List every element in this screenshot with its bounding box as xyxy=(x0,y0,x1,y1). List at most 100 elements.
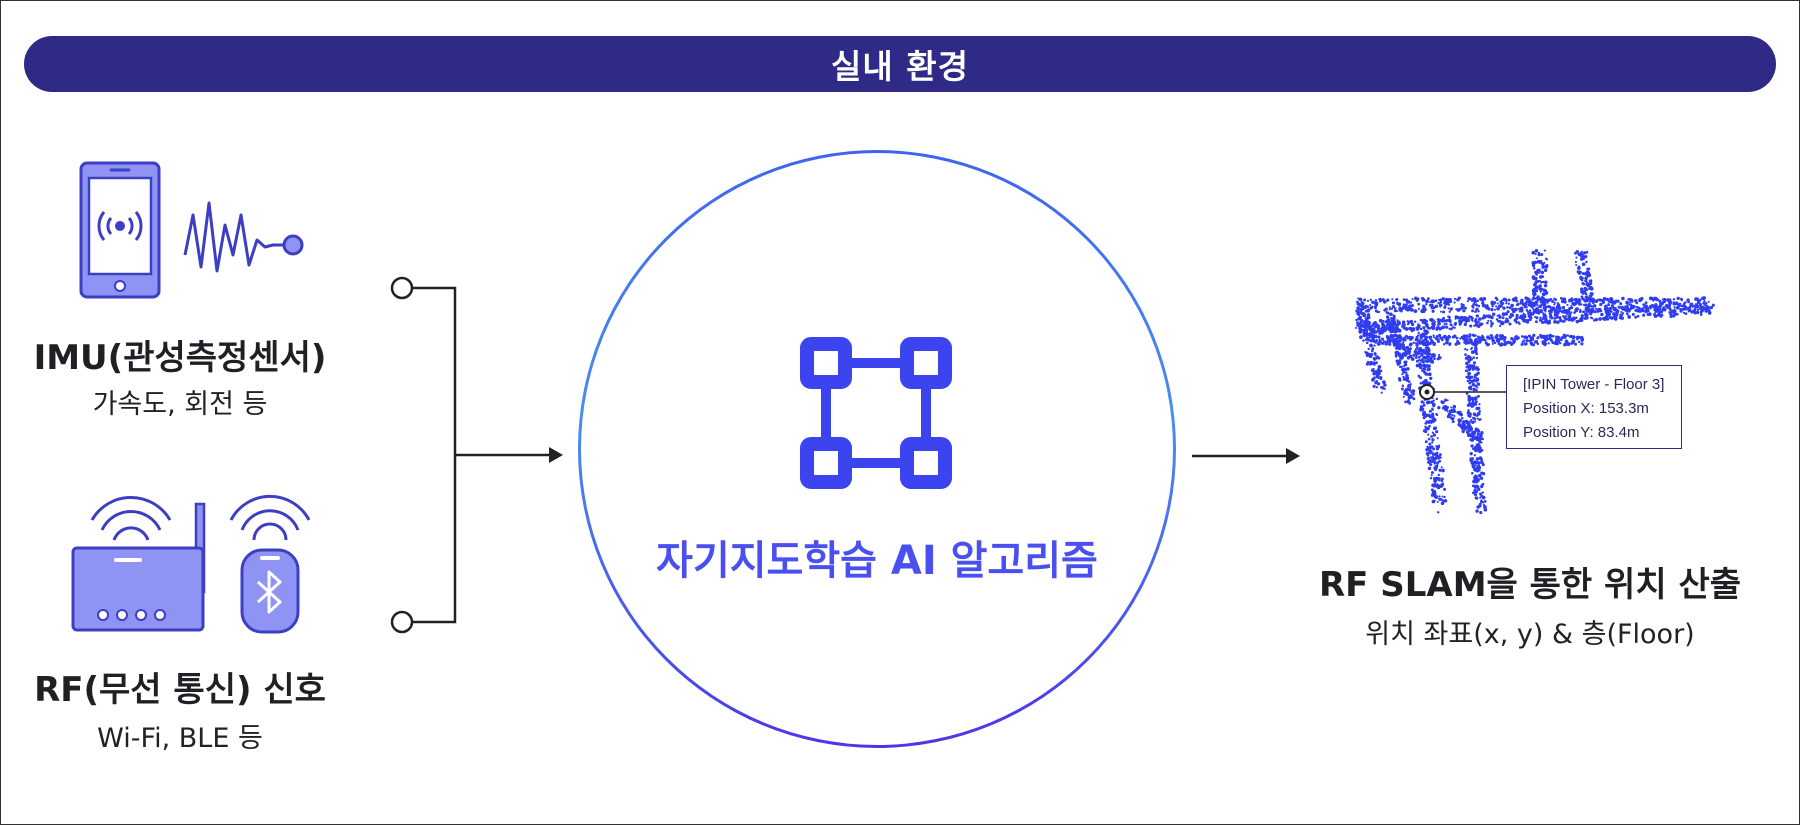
point-cloud-point xyxy=(1540,287,1543,290)
point-cloud-point xyxy=(1698,303,1703,307)
point-cloud-point xyxy=(1479,437,1483,440)
point-cloud-point xyxy=(1501,316,1505,320)
point-cloud-point xyxy=(1523,319,1528,323)
point-cloud-point xyxy=(1479,461,1482,464)
point-cloud-point xyxy=(1423,308,1427,312)
point-cloud-point xyxy=(1415,326,1419,330)
point-cloud-point xyxy=(1580,290,1584,294)
point-cloud-point xyxy=(1386,341,1389,344)
point-cloud-point xyxy=(1621,296,1625,300)
point-cloud-point xyxy=(1466,318,1471,322)
point-cloud-point xyxy=(1590,292,1594,296)
point-cloud-point xyxy=(1417,348,1421,352)
point-cloud-point xyxy=(1478,403,1481,406)
point-cloud-point xyxy=(1475,388,1478,392)
point-cloud-point xyxy=(1474,396,1478,400)
point-cloud-point xyxy=(1520,343,1524,346)
point-cloud-point xyxy=(1453,414,1456,418)
point-cloud-point xyxy=(1707,300,1710,303)
point-cloud-point xyxy=(1428,326,1431,330)
point-cloud-point xyxy=(1405,391,1409,395)
point-cloud-point xyxy=(1475,307,1479,311)
point-cloud-point xyxy=(1414,320,1417,323)
point-cloud-point xyxy=(1433,480,1437,484)
point-cloud-point xyxy=(1585,310,1588,313)
point-cloud-point xyxy=(1536,304,1539,307)
point-cloud-point xyxy=(1365,341,1369,345)
point-cloud-point xyxy=(1431,412,1435,416)
point-cloud-point xyxy=(1464,306,1467,310)
point-cloud-point xyxy=(1372,384,1376,388)
point-cloud-point xyxy=(1420,400,1424,404)
point-cloud-point xyxy=(1472,361,1477,365)
point-cloud-point xyxy=(1473,433,1476,436)
point-cloud-point xyxy=(1428,442,1432,446)
point-cloud-point xyxy=(1393,309,1397,313)
point-cloud-point xyxy=(1547,304,1551,309)
point-cloud-point xyxy=(1631,300,1634,303)
point-cloud-point xyxy=(1584,303,1588,307)
point-cloud-point xyxy=(1571,335,1576,340)
point-cloud-point xyxy=(1423,343,1426,346)
point-cloud-point xyxy=(1672,314,1676,318)
point-cloud-point xyxy=(1421,357,1424,361)
point-cloud-point xyxy=(1567,314,1571,318)
point-cloud-point xyxy=(1587,273,1592,277)
point-cloud-point xyxy=(1531,250,1536,255)
point-cloud-point xyxy=(1420,309,1424,313)
point-cloud-point xyxy=(1442,310,1446,314)
point-cloud-point xyxy=(1365,328,1369,332)
point-cloud-point xyxy=(1374,353,1377,356)
point-cloud-point xyxy=(1494,308,1497,311)
point-cloud-point xyxy=(1391,298,1394,301)
point-cloud-point xyxy=(1470,299,1474,302)
point-cloud-point xyxy=(1510,313,1515,317)
point-cloud-point xyxy=(1448,310,1451,313)
point-cloud-point xyxy=(1368,335,1372,339)
point-cloud-point xyxy=(1673,308,1676,311)
point-cloud-point xyxy=(1491,340,1494,343)
point-cloud-point xyxy=(1460,307,1464,310)
point-cloud-point xyxy=(1480,485,1484,489)
point-cloud-point xyxy=(1584,276,1588,280)
point-cloud-point xyxy=(1374,298,1378,302)
point-cloud-point xyxy=(1518,322,1521,326)
point-cloud-point xyxy=(1525,306,1528,309)
point-cloud-point xyxy=(1483,338,1487,342)
point-cloud-point xyxy=(1564,314,1568,318)
point-cloud-point xyxy=(1477,304,1481,308)
point-cloud-point xyxy=(1477,443,1480,446)
point-cloud-point xyxy=(1540,252,1544,257)
point-cloud-point xyxy=(1414,356,1418,360)
point-cloud-point xyxy=(1470,379,1473,382)
point-cloud-point xyxy=(1578,252,1583,257)
point-cloud-point xyxy=(1438,318,1442,322)
point-cloud-point xyxy=(1482,503,1485,506)
point-cloud-point xyxy=(1369,298,1372,301)
point-cloud-point xyxy=(1481,495,1486,500)
point-cloud-point xyxy=(1467,371,1471,376)
point-cloud-point xyxy=(1540,262,1545,266)
point-cloud-point xyxy=(1474,384,1478,388)
point-cloud-point xyxy=(1532,267,1536,270)
point-cloud-point xyxy=(1463,316,1467,320)
point-cloud-point xyxy=(1478,317,1482,321)
tooltip-pointer xyxy=(1419,384,1508,400)
point-cloud-point xyxy=(1476,386,1479,389)
point-cloud-point xyxy=(1459,337,1462,340)
point-cloud-point xyxy=(1598,317,1602,321)
point-cloud-point xyxy=(1431,483,1435,488)
waveform-icon xyxy=(183,201,304,273)
point-cloud-point xyxy=(1366,360,1370,364)
point-cloud-point xyxy=(1527,304,1531,307)
point-cloud-point xyxy=(1409,389,1412,392)
point-cloud-point xyxy=(1540,296,1544,299)
point-cloud-point xyxy=(1584,279,1588,283)
point-cloud-point xyxy=(1500,337,1504,341)
point-cloud-point xyxy=(1532,296,1536,300)
point-cloud-point xyxy=(1355,318,1358,322)
point-cloud-point xyxy=(1439,337,1443,340)
point-cloud-point xyxy=(1459,424,1464,429)
point-cloud-point xyxy=(1535,273,1538,276)
point-cloud-point xyxy=(1678,303,1682,307)
